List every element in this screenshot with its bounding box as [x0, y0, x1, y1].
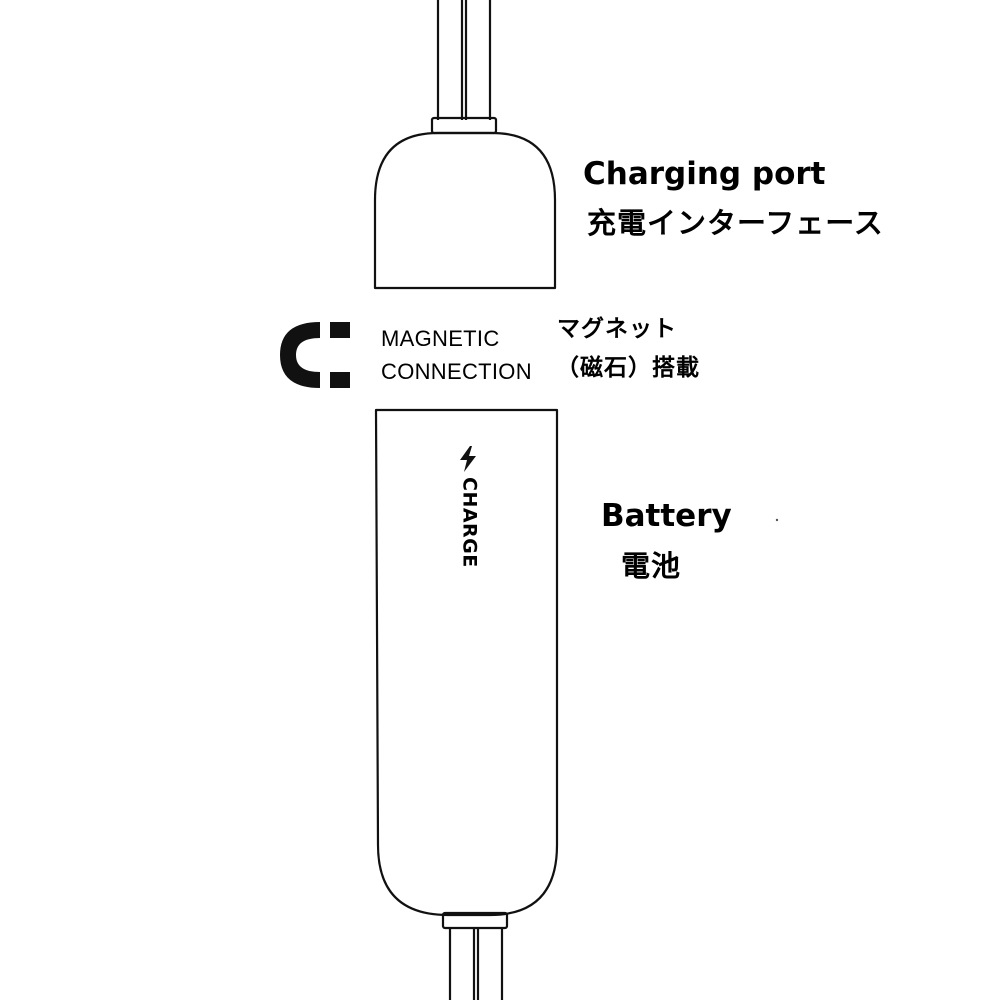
- magnetic-label-line2: CONNECTION: [381, 359, 532, 384]
- magnetic-label-line1: MAGNETIC: [381, 326, 500, 351]
- magnetic-label-ja-line1: マグネット: [557, 316, 677, 342]
- charge-text: CHARGE: [458, 477, 481, 568]
- battery-body: [374, 408, 559, 917]
- battery-label-en: Battery: [601, 498, 732, 534]
- stray-dot: [775, 518, 779, 522]
- magnetic-label-ja-line2: （磁石）搭載: [556, 355, 700, 381]
- charging-port-label-en: Charging port: [583, 156, 826, 192]
- charging-port-label-ja: 充電インターフェース: [587, 206, 884, 240]
- charge-label: CHARGE: [449, 445, 489, 575]
- magnet-c-icon: [280, 322, 350, 388]
- top-cable: [436, 0, 492, 120]
- battery-label-ja: 電池: [621, 549, 682, 583]
- bottom-cable: [448, 928, 504, 1000]
- top-collar: [430, 116, 498, 135]
- lightning-bolt-icon: [460, 446, 476, 472]
- charging-port-body: [373, 131, 557, 290]
